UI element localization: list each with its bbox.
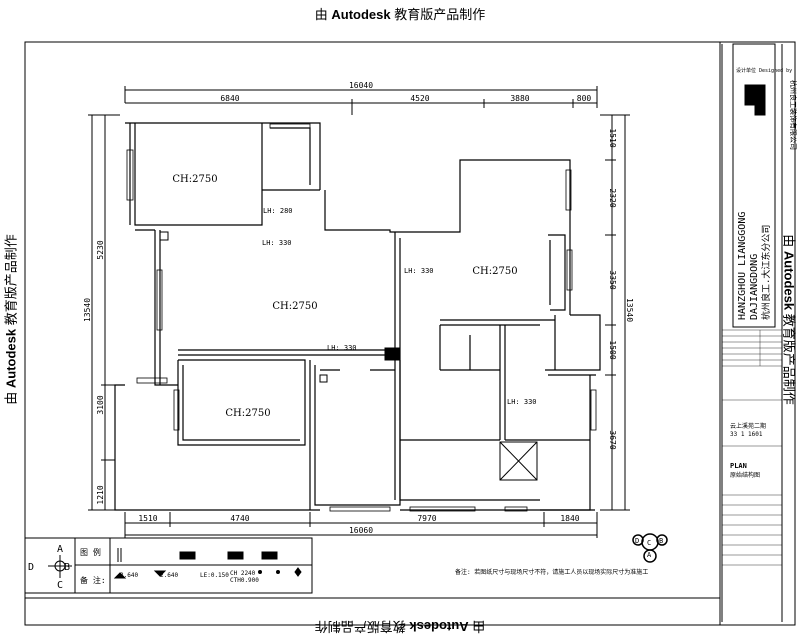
- company-full: 杭州良工装饰有限公司: [789, 80, 798, 150]
- lh-right: LH: 330: [404, 267, 434, 275]
- dim-bottom-1: 1510: [138, 514, 157, 523]
- dim-bottom-3: 7970: [417, 514, 436, 523]
- compass-rose: A B C D: [632, 533, 668, 563]
- company-en-1: HANZGHOU LIANGGONG: [737, 212, 748, 320]
- legend-compass-a: A: [57, 544, 63, 555]
- lh-bath: LH: 280: [263, 207, 293, 215]
- legend-box: A B C D 图 例 备 注: 2.640 2.640 LE:0.150 CH…: [24, 537, 720, 599]
- small-column: [319, 374, 328, 383]
- bottom-dimensions: 1510 4740 7970 1840 16060: [124, 512, 598, 538]
- dim-top-1: 6840: [220, 94, 239, 103]
- lh-living: LH: 330: [262, 239, 292, 247]
- structural-column: [384, 347, 400, 361]
- right-dimensions: 1510 2320 3350 1500 3670 13540: [600, 114, 634, 511]
- legend-level-1: 2.640: [120, 572, 138, 579]
- dim-left-1: 5230: [96, 240, 105, 259]
- room-label-living: CH:2750: [272, 301, 317, 312]
- legend-compass-b: B: [64, 562, 70, 573]
- legend-cth: CTH0.900: [230, 577, 259, 584]
- top-dimensions: 16040 6840 4520 3880 800: [124, 81, 598, 115]
- elevator-shaft: [499, 441, 538, 481]
- compass-a: A: [647, 551, 652, 559]
- legend-ch: CH 2240: [230, 570, 256, 577]
- dim-bottom-4: 1840: [560, 514, 579, 523]
- dim-left-2: 3100: [96, 395, 105, 414]
- dim-top-total: 16040: [349, 81, 373, 90]
- room-label-bedroom-top-left: CH:2750: [172, 174, 217, 185]
- windows: [126, 123, 597, 512]
- left-dimensions: 5230 3100 1210 13540: [83, 114, 120, 511]
- project-unit: 33 1 1601: [730, 431, 763, 438]
- designed-by-label: 设计单位 Designed by: [736, 67, 792, 74]
- dim-left-total: 13540: [83, 298, 92, 322]
- dim-top-2: 4520: [410, 94, 429, 103]
- lh-corridor: LH: 330: [327, 344, 357, 352]
- project-name: 云上溪苑二期: [730, 422, 766, 430]
- compass-d: D: [635, 537, 639, 545]
- dim-right-total: 13540: [625, 298, 634, 322]
- watermark-top: 由 Autodesk 教育版产品制作: [314, 7, 486, 22]
- dim-right-2: 2320: [608, 188, 617, 207]
- room-label-bedroom-bottom-left: CH:2750: [225, 408, 270, 419]
- legend-le: LE:0.150: [200, 572, 229, 579]
- dim-right-1: 1510: [608, 128, 617, 147]
- legend-label: 图 例: [80, 547, 101, 557]
- dim-top-4: 800: [577, 94, 592, 103]
- title-block: 设计单位 Designed by HANZGHOU LIANGGONG DAJI…: [721, 43, 798, 622]
- room-label-right: CH:2750: [472, 266, 517, 277]
- drawing-note: 备注: 若图纸尺寸与现场尺寸不符，请施工人员以现场实际尺寸为准施工: [455, 568, 648, 576]
- company-cn: 杭州良工.大江东分公司: [760, 225, 772, 320]
- legend-compass-d: D: [28, 562, 34, 573]
- walls: [114, 122, 601, 511]
- dim-right-4: 1500: [608, 340, 617, 359]
- drawing-title-cn: 原始结构图: [730, 471, 760, 479]
- dim-top-3: 3880: [510, 94, 529, 103]
- legend-compass-c: C: [57, 580, 63, 591]
- lh-bottom-right: LH: 330: [507, 398, 537, 406]
- notes-label: 备 注:: [80, 575, 106, 585]
- small-column: [159, 231, 169, 241]
- legend-level-2: 2.640: [160, 572, 178, 579]
- sheet-border: [24, 41, 796, 626]
- dim-left-3: 1210: [96, 485, 105, 504]
- compass-b: B: [659, 537, 663, 545]
- dim-right-5: 3670: [608, 430, 617, 449]
- company-en-2: DAJIANGDONG: [749, 254, 760, 320]
- compass-c: C: [647, 539, 651, 547]
- dim-right-3: 3350: [608, 270, 617, 289]
- dim-bottom-2: 4740: [230, 514, 249, 523]
- dim-bottom-total: 16060: [349, 526, 373, 535]
- drawing-title-en: PLAN: [730, 462, 747, 470]
